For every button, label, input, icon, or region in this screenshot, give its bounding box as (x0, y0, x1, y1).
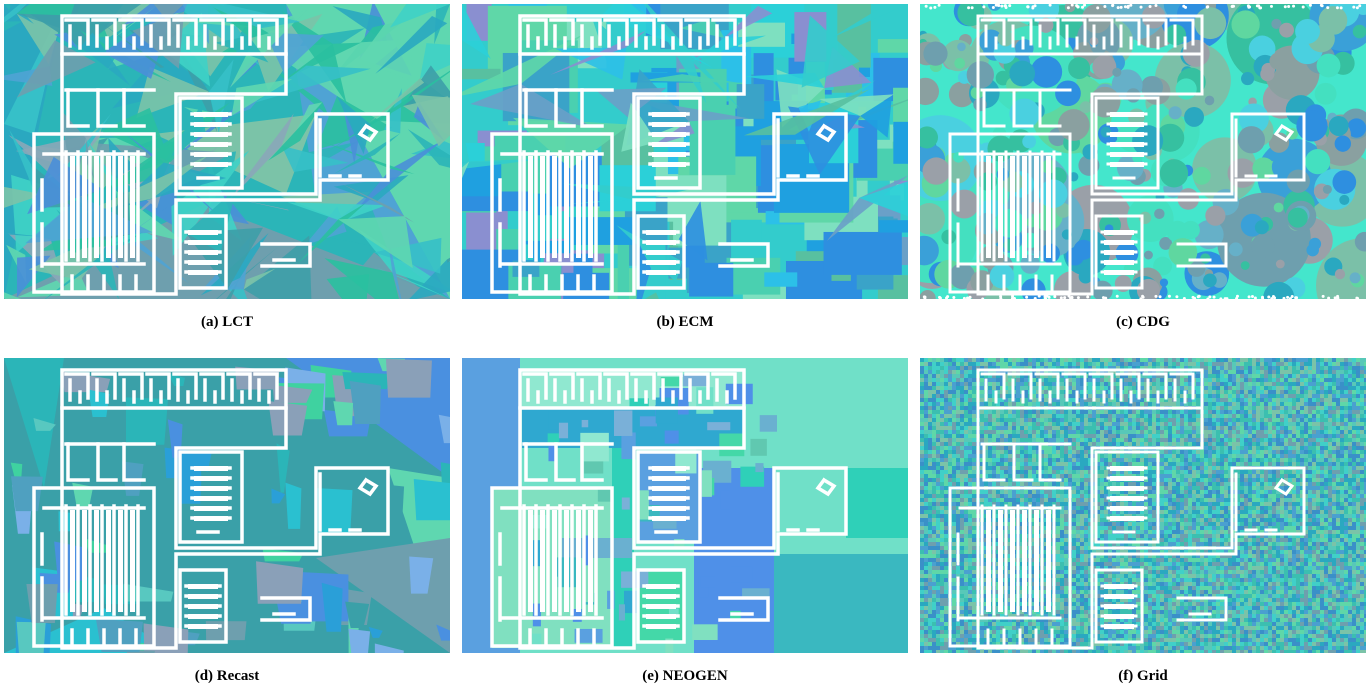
caption-lct: (a) LCT (200, 314, 254, 330)
panel-lct (4, 4, 450, 299)
panel-cdg (920, 4, 1366, 299)
ecm-navmesh-image (462, 4, 908, 299)
caption-neogen: (e) NEOGEN (642, 668, 728, 684)
panel-neogen (462, 358, 908, 653)
panel-recast (4, 358, 450, 653)
recast-navmesh-image (4, 358, 450, 653)
caption-ecm: (b) ECM (656, 314, 714, 330)
caption-grid: (f) Grid (1118, 668, 1168, 684)
panel-ecm (462, 4, 908, 299)
caption-recast: (d) Recast (194, 668, 260, 684)
neogen-navmesh-image (462, 358, 908, 653)
panel-grid (920, 358, 1366, 653)
lct-navmesh-image (4, 4, 450, 299)
caption-cdg: (c) CDG (1116, 314, 1170, 330)
grid-navmesh-image (920, 358, 1366, 653)
cdg-navmesh-image (920, 4, 1366, 299)
